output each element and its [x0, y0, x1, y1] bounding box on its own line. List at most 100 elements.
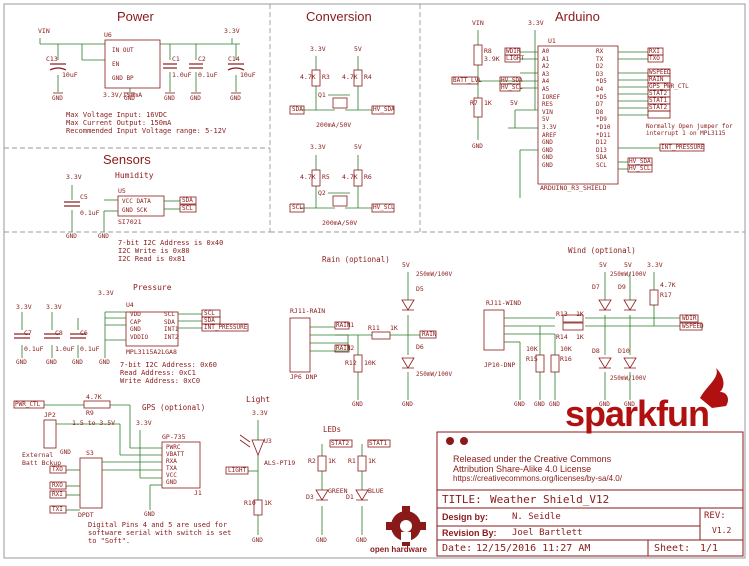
- ref-r6: R6: [364, 173, 372, 181]
- ref-d7: D7: [592, 283, 600, 291]
- net-batt-lvl: BATT_LVL: [453, 77, 482, 84]
- arduino-left-pin: A3: [542, 70, 550, 78]
- gnd-label: GND: [16, 359, 27, 366]
- net-stat1: STAT1: [649, 97, 668, 104]
- title-label: TITLE:: [442, 493, 482, 506]
- val-r15: 10K: [526, 345, 538, 353]
- val-c2: 0.1uF: [198, 71, 218, 79]
- ref-r14: R14: [556, 333, 568, 341]
- val-c14: 10uF: [240, 71, 256, 79]
- ref-c7: C7: [24, 329, 32, 337]
- jumper-note-2: interrupt 1 on MPL3115: [646, 130, 726, 137]
- gnd-label: GND: [549, 401, 560, 408]
- switch-type: DPDT: [78, 511, 94, 519]
- val-c13: 10uF: [62, 71, 78, 79]
- net-stat1: STAT1: [369, 440, 388, 447]
- u6-pin-en: EN: [112, 61, 120, 68]
- net-int-pressure: INT_PRESSURE: [661, 144, 705, 151]
- u4-part: MPL3115A2LGA8: [126, 348, 177, 356]
- u4-left-pin: VDD: [130, 311, 141, 318]
- gps-note-1: Digital Pins 4 and 5 are used for: [88, 521, 228, 529]
- net-wdir: WDIR: [506, 48, 521, 55]
- rain-header-name: RJ11-RAIN: [290, 307, 326, 315]
- gnd-label: GND: [66, 233, 77, 240]
- net-5v: 5V: [510, 99, 518, 107]
- val-r12: 10K: [364, 359, 376, 367]
- ref-r11: R11: [368, 324, 380, 332]
- design-by: N. Seidle: [512, 512, 561, 522]
- net-wdir: WDIR: [682, 315, 697, 322]
- gp735-body: [161, 441, 201, 489]
- ref-r8: R8: [484, 47, 492, 55]
- net-3v3: 3.3V: [66, 173, 82, 181]
- ref-r3-name: R3: [322, 73, 330, 81]
- revision-by-label: Revision By:: [442, 528, 497, 538]
- u5-pins-bottom: GND SCK: [122, 207, 148, 214]
- net-3v3: 3.3V: [528, 19, 544, 27]
- rj11-rain-header: [289, 317, 311, 373]
- net-wspeed: WSPEED: [649, 69, 671, 76]
- gnd-label: GND: [99, 359, 110, 366]
- gnd-label: GND: [352, 401, 363, 408]
- net-3v3: 3.3V: [224, 27, 240, 35]
- open-hardware-gear-icon: [386, 506, 426, 546]
- ref-d5: D5: [416, 285, 424, 293]
- ref-r15: R15: [526, 355, 538, 363]
- gps-note-3: to "Soft".: [88, 537, 131, 545]
- val-r10: 1K: [264, 499, 272, 507]
- net-scl: SCL: [204, 310, 215, 317]
- ref-c5: C5: [80, 193, 88, 201]
- u6-regulator-body: [104, 39, 161, 89]
- ref-d9: D9: [618, 283, 626, 291]
- net-stat2: STAT2: [331, 440, 350, 447]
- ref-q2: Q2: [318, 189, 326, 197]
- ref-jp2: JP2: [44, 411, 56, 419]
- ref-r17: R17: [660, 291, 672, 299]
- net-txi: TXI: [52, 506, 63, 513]
- u6-pin-gnd-bp: GND BP: [112, 75, 134, 82]
- arduino-right-pin: *D10: [596, 124, 611, 131]
- section-title-rain: Rain (optional): [322, 255, 390, 264]
- arduino-left-pin: A4: [542, 78, 550, 86]
- val-r9: 4.7K: [86, 393, 102, 401]
- u6-pin-in-out: IN OUT: [112, 47, 134, 54]
- gps-pin: RXA: [166, 458, 177, 465]
- net-rain1: RAIN1: [336, 322, 355, 329]
- net-wspeed: WSPEED: [682, 323, 704, 330]
- rev-value: V1.2: [712, 526, 732, 535]
- ref-u3: U3: [264, 437, 272, 445]
- power-note-1: Max Voltage Input: 16VDC: [66, 111, 168, 119]
- net-gps-pwr-ctl: GPS_PWR_CTL: [649, 83, 689, 90]
- ref-r16: R16: [560, 355, 572, 363]
- arduino-left-pin: IOREF: [542, 93, 561, 101]
- val-r14: 1K: [576, 333, 584, 341]
- revision-by: Joel Bartlett: [512, 528, 583, 538]
- u5-part: SI7021: [118, 218, 142, 226]
- conversion-circuit: [300, 56, 372, 209]
- section-title-pressure: Pressure: [133, 283, 172, 292]
- ref-r1: R1: [348, 457, 356, 465]
- net-light: LIGHT: [506, 55, 525, 62]
- wind-header-name: RJ11-WIND: [486, 299, 522, 307]
- val-r7: 1K: [484, 99, 492, 107]
- si7021-body: [117, 195, 165, 217]
- net-3v3: 3.3V: [16, 303, 32, 311]
- mpl3115-body: [125, 311, 179, 347]
- ref-r5: R5: [322, 173, 330, 181]
- section-title-arduino: Arduino: [555, 9, 600, 24]
- arduino-left-pin: AREF: [542, 131, 557, 139]
- section-title-wind: Wind (optional): [568, 246, 636, 255]
- ref-c6: C6: [80, 329, 88, 337]
- gps-part: GP-735: [162, 433, 186, 441]
- net-5v: 5V: [402, 261, 410, 269]
- sparkfun-logo: sparkfun: [565, 393, 710, 434]
- ref-r3: 4.7K: [300, 73, 316, 81]
- arduino-left-pin: 5V: [542, 116, 550, 124]
- arduino-right-pin: D2: [596, 63, 604, 71]
- net-5v: 5V: [354, 143, 362, 151]
- net-hv-scl: HV_SCL: [373, 204, 395, 211]
- arduino-left-pin: A0: [542, 48, 550, 55]
- date-label: Date:: [442, 543, 473, 554]
- val-r11: 1K: [390, 324, 398, 332]
- date-value: 12/15/2016 11:27 AM: [476, 543, 591, 554]
